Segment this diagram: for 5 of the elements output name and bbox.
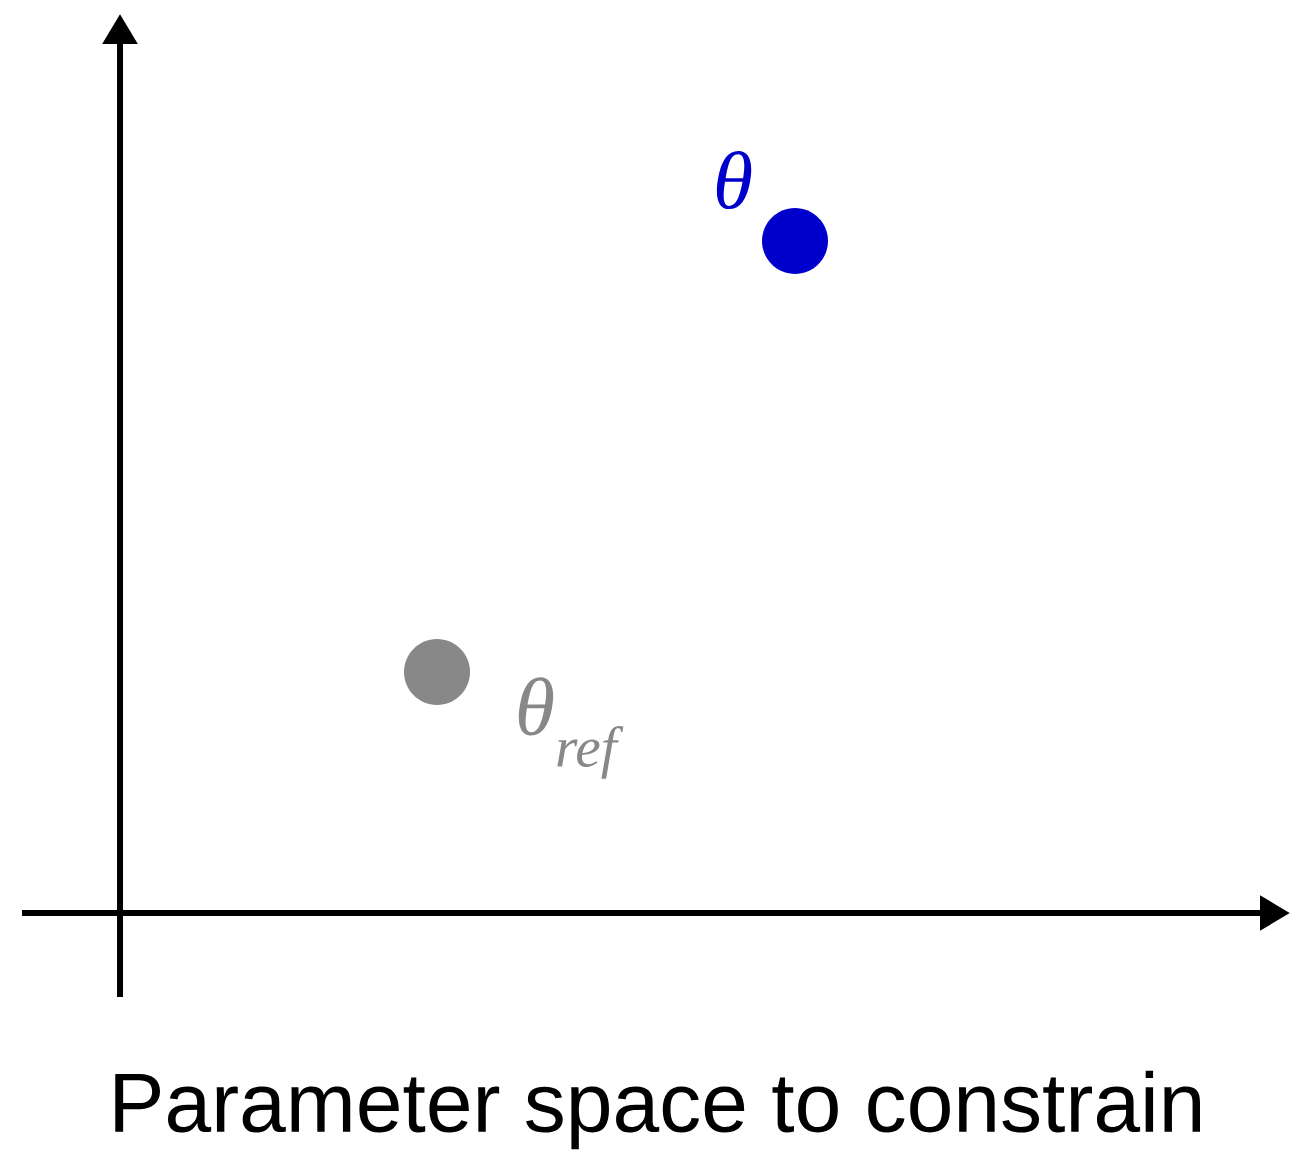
point-label: θ$_{ref}$ [518, 677, 624, 779]
point-label: θ [716, 150, 752, 210]
point-dot [762, 208, 828, 274]
caption: Parameter space to constrain [115, 1070, 1200, 1150]
point-dot [404, 639, 470, 705]
